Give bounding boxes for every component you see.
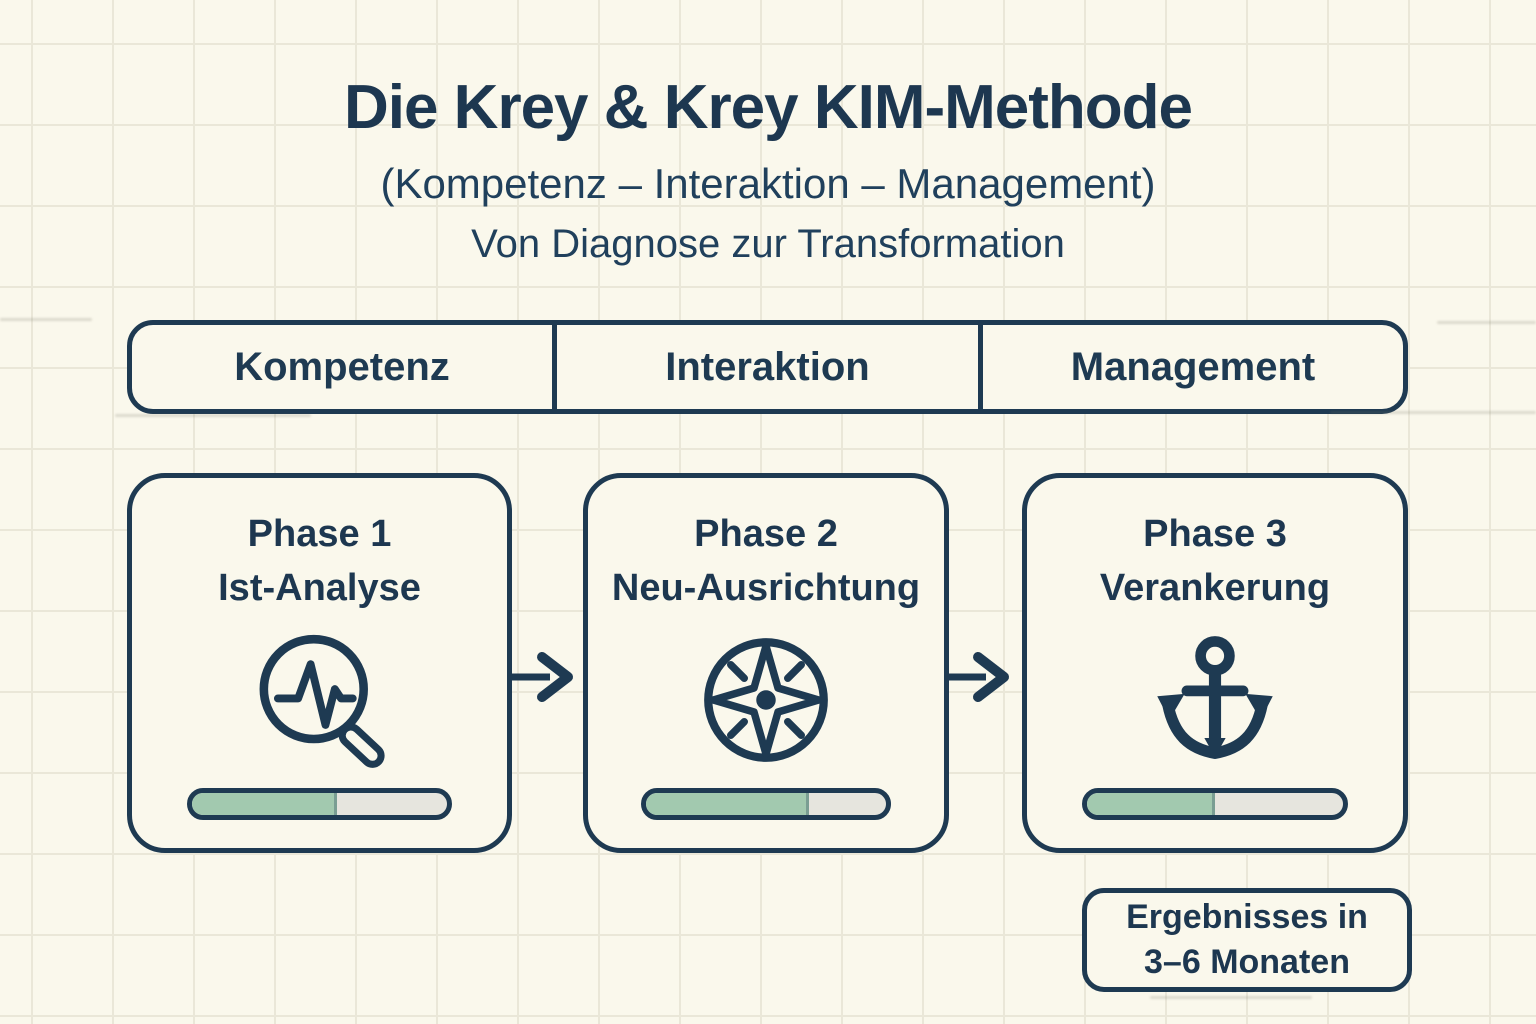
result-line-2: 3–6 Monaten bbox=[1144, 943, 1350, 981]
pillar-bar: Kompetenz Interaktion Management bbox=[127, 320, 1408, 414]
pencil-smudge bbox=[1437, 321, 1536, 324]
arrow-phase2-to-phase3 bbox=[946, 652, 1009, 702]
phase-2-progress-fill bbox=[646, 793, 810, 815]
anchor-icon bbox=[1139, 616, 1291, 788]
phase-2-card: Phase 2 Neu-Ausrichtung bbox=[583, 473, 949, 853]
phase-1-name: Ist-Analyse bbox=[218, 566, 421, 609]
phase-3-progress-fill bbox=[1087, 793, 1215, 815]
phase-3-name: Verankerung bbox=[1099, 566, 1331, 609]
phase-1-progress-bar bbox=[187, 788, 452, 820]
phase-3-heading: Phase 3 Verankerung bbox=[1100, 508, 1330, 616]
phase-1-label: Phase 1 bbox=[247, 513, 392, 555]
magnifier-pulse-icon bbox=[242, 616, 398, 788]
result-line-1: Ergebnisses in bbox=[1126, 898, 1368, 937]
pillar-management: Management bbox=[1070, 344, 1316, 389]
pencil-smudge bbox=[1150, 996, 1312, 999]
page-title: Die Krey & Krey KIM-Methode bbox=[343, 73, 1193, 142]
page-subtitle: (Kompetenz – Interaktion – Management) bbox=[380, 160, 1156, 207]
pencil-smudge bbox=[1330, 411, 1536, 414]
phase-1-heading: Phase 1 Ist-Analyse bbox=[218, 508, 421, 616]
pillar-interaktion: Interaktion bbox=[552, 325, 983, 409]
phase-1-progress-fill bbox=[192, 793, 338, 815]
phase-2-progress-bar bbox=[641, 788, 891, 820]
pencil-smudge bbox=[115, 414, 311, 417]
phase-3-label: Phase 3 bbox=[1143, 513, 1287, 555]
phase-1-card: Phase 1 Ist-Analyse bbox=[127, 473, 512, 853]
page-tagline: Von Diagnose zur Transformation bbox=[471, 222, 1065, 266]
pencil-smudge bbox=[0, 318, 92, 321]
phase-2-name: Neu-Ausrichtung bbox=[611, 566, 921, 609]
phase-2-heading: Phase 2 Neu-Ausrichtung bbox=[612, 508, 920, 616]
phase-3-progress-bar bbox=[1082, 788, 1348, 820]
result-timeframe-box: Ergebnisses in 3–6 Monaten bbox=[1082, 888, 1412, 992]
phase-2-label: Phase 2 bbox=[694, 513, 838, 555]
arrow-phase1-to-phase2 bbox=[510, 652, 573, 702]
pillar-kompetenz: Kompetenz bbox=[234, 344, 450, 389]
phase-3-card: Phase 3 Verankerung bbox=[1022, 473, 1408, 853]
compass-icon bbox=[691, 616, 841, 788]
